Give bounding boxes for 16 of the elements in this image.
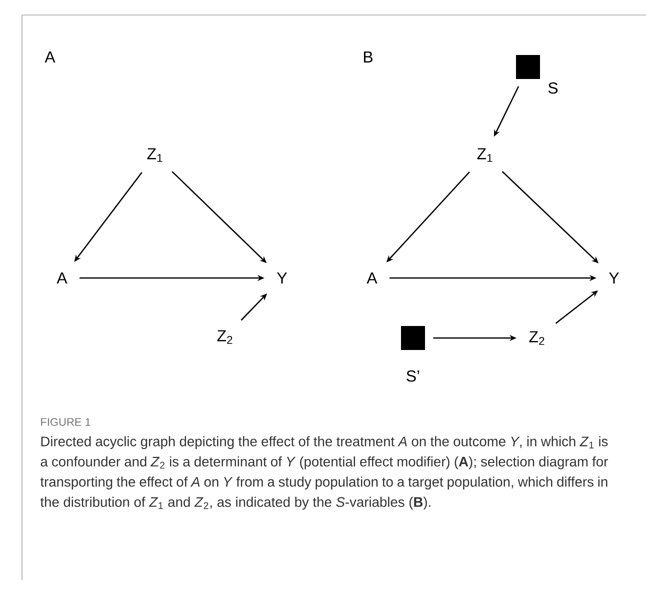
- variable-label: A: [56, 272, 68, 284]
- selection-label: S’: [406, 370, 420, 382]
- panel-letter: B: [364, 52, 372, 62]
- variable-label: Z$_{1}$: [477, 148, 492, 162]
- variable-label: A: [366, 272, 378, 284]
- variable-label: Z$_{2}$: [529, 331, 544, 345]
- panel-letter: A: [44, 52, 56, 62]
- selection-node-square: [401, 326, 425, 350]
- variable-label: Y: [277, 272, 287, 284]
- selection-node-square: [516, 55, 540, 79]
- variable-label: Y: [609, 272, 619, 284]
- caption-text: Directed acyclic graph depicting the effect of the treatment A on the outcome Y, in which Z$_{1}$ is a confounder and Z$_{2}$ is a determinant of Y (potential effect modifier) (A); selection diagram for transporting the effect of A on Y from a study population to a target population, which differs in the distribution of Z$_{1}$ and Z$_{2}$, as indicated by the S-variables (B).: [40, 436, 608, 510]
- variable-label: Z$_{2}$: [217, 330, 232, 344]
- selection-label: S: [548, 82, 558, 94]
- figure-number: FIGURE 1: [41, 418, 90, 426]
- variable-label: Z$_{1}$: [147, 148, 162, 162]
